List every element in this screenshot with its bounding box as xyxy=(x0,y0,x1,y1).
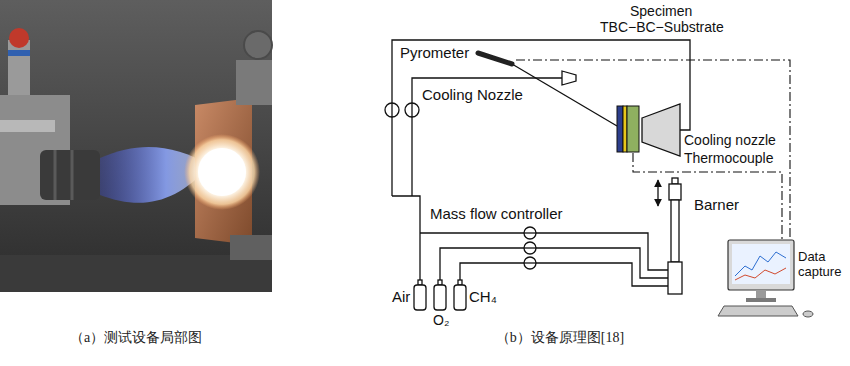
photo-background xyxy=(0,0,272,292)
cooling-air-line xyxy=(412,78,562,103)
gas-label: CH₄ xyxy=(469,288,497,305)
specimen-label: Specimen xyxy=(630,3,692,19)
equipment-photo xyxy=(0,0,272,292)
specimen xyxy=(617,106,639,152)
thermocouple-signal xyxy=(633,153,782,240)
methane-line xyxy=(536,263,668,286)
flow-meter xyxy=(524,242,536,254)
flow-meter xyxy=(405,103,419,117)
monitor-stand xyxy=(756,290,766,298)
gas-cylinder xyxy=(434,285,446,310)
nozzle-ring xyxy=(71,150,74,200)
glowing-specimen xyxy=(198,148,246,196)
gas-label: O₂ xyxy=(433,312,449,328)
flow-meter xyxy=(385,103,399,117)
gas-valve xyxy=(8,40,30,95)
gas-label: Air xyxy=(392,288,410,305)
lower-clamp xyxy=(230,235,272,260)
burner-head xyxy=(669,184,681,200)
nozzle-ring xyxy=(54,150,57,200)
burner-label: Barner xyxy=(694,196,739,213)
specimen-holder-plate xyxy=(195,98,252,245)
gas-cylinder xyxy=(414,285,426,310)
nozzle-label: Cooling nozzle xyxy=(684,132,776,148)
gas-cylinder xyxy=(454,285,466,310)
gas-lines xyxy=(392,40,690,286)
screen-chart xyxy=(735,268,786,280)
specimen-glow xyxy=(184,134,260,210)
cylinder-neck xyxy=(418,280,422,285)
mouse xyxy=(803,311,813,317)
back-cooling-nozzle xyxy=(642,104,680,156)
gas-line xyxy=(411,117,412,196)
keyboard xyxy=(718,306,798,316)
burner-body xyxy=(671,200,679,262)
air-line xyxy=(536,233,668,270)
flow-meter-bar xyxy=(524,262,536,263)
gas-cylinders xyxy=(414,280,466,310)
pyrometer-label: Pyrometer xyxy=(400,44,469,61)
monitor-screen xyxy=(732,244,790,284)
substrate-layer xyxy=(627,106,639,152)
flow-meter xyxy=(524,227,536,239)
figure-caption: （a）测试设备局部图 xyxy=(70,330,202,346)
specimen-layers-label: TBC−BC−Substrate xyxy=(600,19,724,35)
valve-ring xyxy=(8,50,30,56)
adjust-knob xyxy=(244,31,272,59)
controller-label: Mass flow controller xyxy=(430,205,563,222)
air-line xyxy=(420,232,524,233)
pyrometer-probe xyxy=(478,53,512,64)
thermocouple-label: Thermocouple xyxy=(684,150,774,166)
oxygen-line xyxy=(440,248,524,282)
flow-meter-bar xyxy=(524,232,536,233)
monitor xyxy=(728,240,794,290)
figure-caption: （b）设备原理图[18] xyxy=(496,330,624,346)
gas-line xyxy=(391,117,392,196)
burner-tip xyxy=(672,178,678,184)
cylinder-neck xyxy=(438,280,442,285)
tbc-layer xyxy=(617,106,623,152)
clamp-fixture xyxy=(236,60,272,105)
cooling-nozzle-symbol xyxy=(562,71,576,85)
methane-line xyxy=(460,263,524,282)
move-arrow xyxy=(657,180,658,206)
burner-nozzle xyxy=(40,150,100,200)
valve-cap xyxy=(9,28,29,48)
burner-base xyxy=(668,262,682,294)
flow-meter-bar xyxy=(524,247,536,248)
burner xyxy=(668,178,682,294)
air-line xyxy=(392,196,420,282)
pyrometer-sight-line xyxy=(512,64,617,126)
flow-meters xyxy=(385,103,536,269)
monitor-base xyxy=(746,298,776,302)
fixture-rod xyxy=(0,120,55,132)
cylinder-neck xyxy=(458,280,462,285)
flow-meter xyxy=(524,257,536,269)
bond-coat-layer xyxy=(623,106,627,152)
photo-base xyxy=(0,255,272,292)
nozzle-label: Cooling Nozzle xyxy=(422,86,523,103)
flow-meter-bar xyxy=(411,103,412,117)
flow-meter-bar xyxy=(391,103,392,117)
computer-label: Data capture xyxy=(798,250,844,280)
